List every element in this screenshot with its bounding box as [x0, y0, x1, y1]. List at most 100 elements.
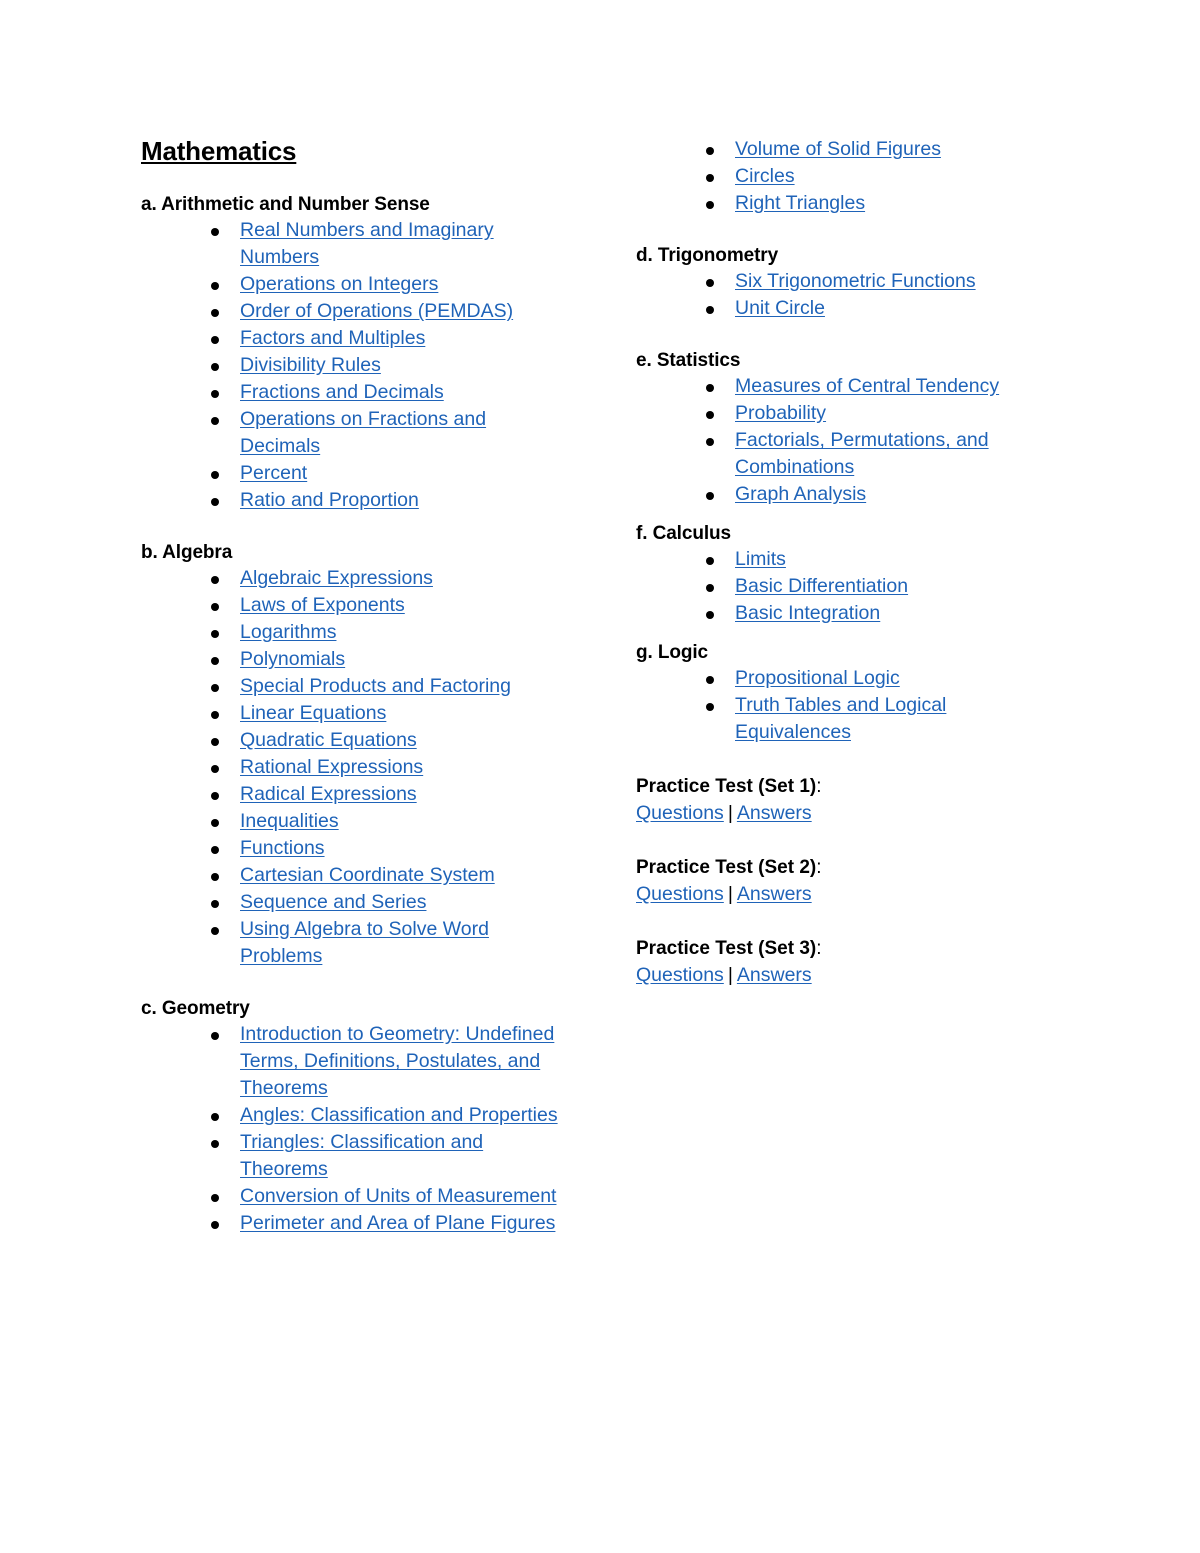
topic-link[interactable]: Limits: [735, 548, 786, 570]
topic-link[interactable]: Truth Tables and Logical Equivalences: [735, 694, 947, 743]
topic-link[interactable]: Perimeter and Area of Plane Figures: [240, 1212, 556, 1234]
list-item: Laws of Exponents: [141, 592, 561, 619]
topic-link[interactable]: Polynomials: [240, 648, 346, 670]
list-item: Real Numbers and Imaginary Numbers: [141, 217, 561, 271]
answers-link[interactable]: Answers: [736, 883, 812, 905]
bullet-icon: [706, 163, 717, 190]
bullet-icon: [706, 546, 717, 573]
topic-link[interactable]: Measures of Central Tendency: [735, 375, 1000, 397]
topic-link[interactable]: Volume of Solid Figures: [735, 138, 941, 160]
topic-list-algebra: Algebraic Expressions Laws of Exponents …: [141, 565, 561, 970]
topic-link[interactable]: Algebraic Expressions: [240, 567, 433, 589]
topic-link[interactable]: Propositional Logic: [735, 667, 900, 689]
list-item: Volume of Solid Figures: [636, 136, 1066, 163]
topic-link[interactable]: Sequence and Series: [240, 891, 427, 913]
bullet-icon: [211, 673, 222, 700]
section-heading-statistics: e. Statistics: [636, 350, 741, 371]
spacer: [636, 908, 1066, 935]
topic-link[interactable]: Rational Expressions: [240, 756, 424, 778]
list-item: Measures of Central Tendency: [636, 373, 1066, 400]
practice-test-title: Practice Test (Set 3): [636, 938, 817, 959]
list-item: Special Products and Factoring: [141, 673, 561, 700]
list-item: Rational Expressions: [141, 754, 561, 781]
topic-link[interactable]: Factors and Multiples: [240, 327, 426, 349]
list-item: Quadratic Equations: [141, 727, 561, 754]
questions-link[interactable]: Questions: [636, 802, 724, 824]
bullet-icon: [211, 808, 222, 835]
link-separator: |: [727, 964, 733, 986]
topic-link[interactable]: Six Trigonometric Functions: [735, 270, 976, 292]
list-item: Introduction to Geometry: Undefined Term…: [141, 1021, 561, 1102]
topic-link[interactable]: Linear Equations: [240, 702, 387, 724]
topic-link[interactable]: Fractions and Decimals: [240, 381, 444, 403]
topic-link[interactable]: Right Triangles: [735, 192, 866, 214]
topic-link[interactable]: Triangles: Classification and Theorems: [240, 1131, 484, 1180]
link-separator: |: [727, 883, 733, 905]
topic-list-geometry: Introduction to Geometry: Undefined Term…: [141, 1021, 561, 1237]
list-item: Factorials, Permutations, and Combinatio…: [636, 427, 1066, 481]
topic-link[interactable]: Conversion of Units of Measurement: [240, 1185, 557, 1207]
topic-link[interactable]: Laws of Exponents: [240, 594, 405, 616]
link-separator: |: [727, 802, 733, 824]
bullet-icon: [211, 406, 222, 433]
list-item: Triangles: Classification and Theorems: [141, 1129, 561, 1183]
topic-link[interactable]: Unit Circle: [735, 297, 825, 319]
bullet-icon: [706, 600, 717, 627]
list-item: Ratio and Proportion: [141, 487, 561, 514]
spacer: [636, 508, 1066, 522]
topic-link[interactable]: Order of Operations (PEMDAS): [240, 300, 514, 322]
practice-test-set-2: Practice Test (Set 2): Questions|Answers: [636, 854, 1066, 908]
bullet-icon: [211, 916, 222, 943]
topic-link[interactable]: Probability: [735, 402, 827, 424]
bullet-icon: [706, 373, 717, 400]
topic-link[interactable]: Basic Integration: [735, 602, 881, 624]
questions-link[interactable]: Questions: [636, 883, 724, 905]
topic-link[interactable]: Circles: [735, 165, 795, 187]
topic-link[interactable]: Radical Expressions: [240, 783, 417, 805]
bullet-icon: [211, 352, 222, 379]
topic-link[interactable]: Functions: [240, 837, 325, 859]
topic-list-logic: Propositional Logic Truth Tables and Log…: [636, 665, 1066, 746]
practice-test-set-1: Practice Test (Set 1): Questions|Answers: [636, 773, 1066, 827]
topic-link[interactable]: Real Numbers and Imaginary Numbers: [240, 219, 494, 268]
topic-link[interactable]: Logarithms: [240, 621, 337, 643]
bullet-icon: [211, 1210, 222, 1237]
colon: :: [816, 938, 822, 959]
topic-list-arithmetic: Real Numbers and Imaginary Numbers Opera…: [141, 217, 561, 514]
topic-link[interactable]: Graph Analysis: [735, 483, 867, 505]
bullet-icon: [211, 862, 222, 889]
spacer: [636, 627, 1066, 641]
topic-link[interactable]: Ratio and Proportion: [240, 489, 419, 511]
bullet-icon: [211, 700, 222, 727]
bullet-icon: [211, 889, 222, 916]
topic-link[interactable]: Operations on Fractions and Decimals: [240, 408, 487, 457]
topic-link[interactable]: Special Products and Factoring: [240, 675, 511, 697]
bullet-icon: [211, 1183, 222, 1210]
list-item: Divisibility Rules: [141, 352, 561, 379]
topic-link[interactable]: Divisibility Rules: [240, 354, 381, 376]
topic-link[interactable]: Angles: Classification and Properties: [240, 1104, 558, 1126]
list-item: Cartesian Coordinate System: [141, 862, 561, 889]
topic-link[interactable]: Factorials, Permutations, and Combinatio…: [735, 429, 989, 478]
topic-link[interactable]: Introduction to Geometry: Undefined Term…: [240, 1023, 555, 1099]
list-item: Unit Circle: [636, 295, 1066, 322]
spacer: [636, 217, 1066, 244]
bullet-icon: [211, 298, 222, 325]
questions-link[interactable]: Questions: [636, 964, 724, 986]
section-heading-geometry: c. Geometry: [141, 998, 250, 1019]
bullet-icon: [706, 692, 717, 719]
topic-link[interactable]: Cartesian Coordinate System: [240, 864, 495, 886]
topic-link[interactable]: Using Algebra to Solve Word Problems: [240, 918, 489, 967]
topic-link[interactable]: Basic Differentiation: [735, 575, 909, 597]
topic-link[interactable]: Operations on Integers: [240, 273, 439, 295]
spacer: [636, 827, 1066, 854]
list-item: Radical Expressions: [141, 781, 561, 808]
spacer: [636, 322, 1066, 349]
list-item: Right Triangles: [636, 190, 1066, 217]
answers-link[interactable]: Answers: [736, 802, 812, 824]
topic-link[interactable]: Percent: [240, 462, 308, 484]
list-item: Truth Tables and Logical Equivalences: [636, 692, 1066, 746]
topic-link[interactable]: Quadratic Equations: [240, 729, 417, 751]
answers-link[interactable]: Answers: [736, 964, 812, 986]
topic-link[interactable]: Inequalities: [240, 810, 339, 832]
